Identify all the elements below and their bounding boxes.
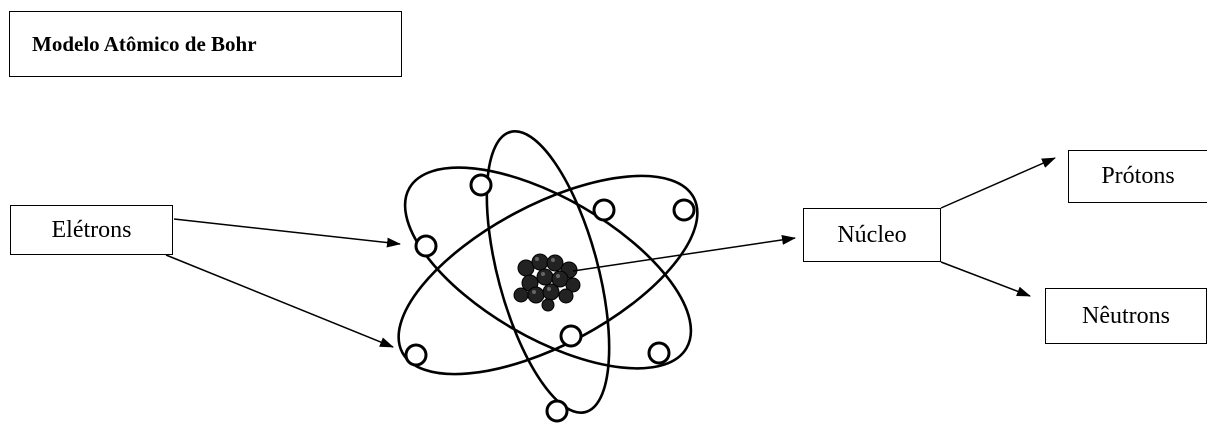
neutrons-label-box: Nêutrons bbox=[1045, 288, 1207, 344]
nucleus-cluster bbox=[513, 253, 581, 312]
orbit-ellipse-3 bbox=[485, 130, 611, 414]
electron bbox=[592, 198, 616, 222]
electrons-label: Elétrons bbox=[51, 216, 132, 243]
electron bbox=[404, 343, 428, 367]
neutrons-label: Nêutrons bbox=[1082, 302, 1170, 329]
nucleus-label: Núcleo bbox=[837, 221, 907, 248]
nucleus-highlights bbox=[532, 257, 560, 294]
electron bbox=[559, 324, 583, 348]
arrow-neutrons bbox=[940, 261, 1031, 297]
nucleus-label-box: Núcleo bbox=[803, 208, 941, 262]
protons-label: Prótons bbox=[1101, 163, 1175, 189]
electrons bbox=[404, 173, 696, 423]
electron bbox=[545, 399, 569, 423]
arrow-electrons-lower bbox=[165, 254, 394, 348]
electrons-label-box: Elétrons bbox=[10, 205, 173, 255]
arrow-nucleus bbox=[572, 234, 796, 272]
arrow-protons bbox=[940, 157, 1056, 209]
page-title: Modelo Atômico de Bohr bbox=[32, 31, 257, 56]
electron bbox=[414, 234, 438, 258]
electron bbox=[469, 173, 493, 197]
electron bbox=[672, 198, 696, 222]
arrows bbox=[165, 157, 1056, 348]
title-box: Modelo Atômico de Bohr bbox=[9, 11, 402, 77]
electron bbox=[647, 341, 671, 365]
arrow-electrons-upper bbox=[173, 218, 401, 248]
protons-label-box: Prótons bbox=[1068, 150, 1207, 203]
